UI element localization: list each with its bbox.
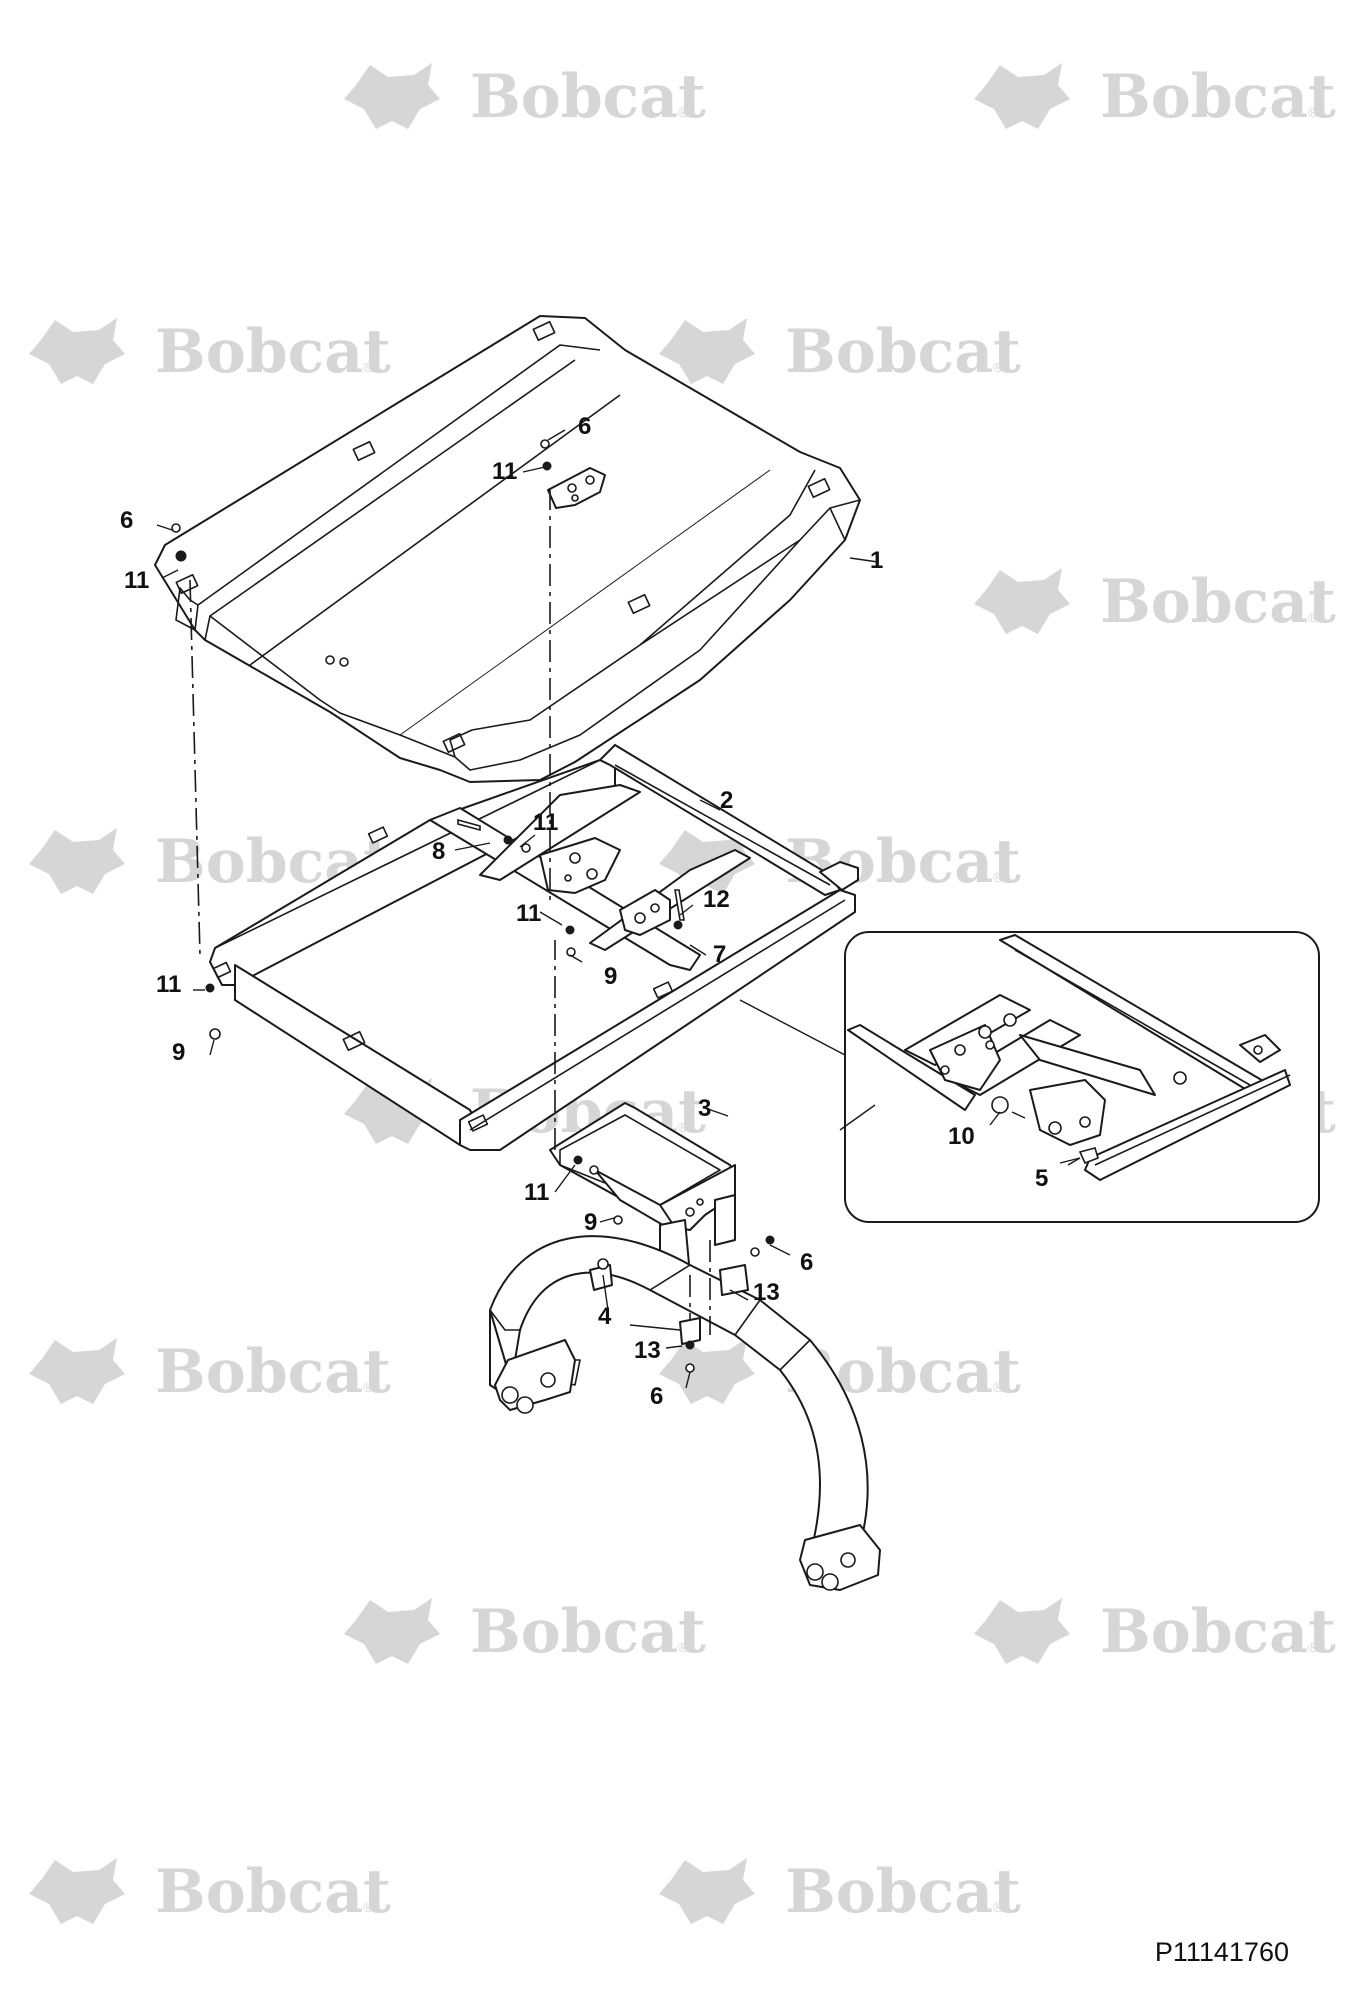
bobcat-head-icon	[344, 63, 440, 129]
callout-11-frame-top: 11	[533, 809, 558, 836]
watermark-registered-mark: ®	[993, 1379, 1004, 1395]
watermark-registered-mark: ®	[363, 359, 374, 375]
watermark-brand-text: Bobcat	[785, 317, 1021, 387]
watermark-registered-mark: ®	[678, 1119, 689, 1135]
callout-7: 7	[713, 941, 726, 968]
watermark-registered-mark: ®	[678, 1639, 689, 1655]
bobcat-watermark: Bobcat®	[974, 62, 1336, 132]
callout-12: 12	[703, 886, 730, 913]
bobcat-watermark: Bobcat®	[974, 567, 1336, 637]
watermark-registered-mark: ®	[1308, 1639, 1319, 1655]
callout-5: 5	[1035, 1165, 1048, 1192]
bobcat-watermark: Bobcat®	[344, 62, 706, 132]
bobcat-head-icon	[974, 568, 1070, 634]
callout-10: 10	[948, 1123, 975, 1150]
watermark-brand-text: Bobcat	[1100, 1597, 1336, 1667]
watermark-registered-mark: ®	[1308, 609, 1319, 625]
watermark-brand-text: Bobcat	[470, 62, 706, 132]
watermark-registered-mark: ®	[993, 359, 1004, 375]
callout-11-bracket: 11	[524, 1179, 549, 1206]
watermark-registered-mark: ®	[1308, 104, 1319, 120]
bobcat-head-icon	[344, 1598, 440, 1664]
callout-13-arch-right: 13	[753, 1279, 780, 1306]
callout-13-arch-bottom: 13	[634, 1337, 661, 1364]
bobcat-watermark: Bobcat®	[29, 1857, 391, 1927]
callout-11-frame-mid: 11	[516, 900, 541, 927]
watermark-registered-mark: ®	[678, 104, 689, 120]
watermark-brand-text: Bobcat	[155, 317, 391, 387]
bobcat-head-icon	[29, 318, 125, 384]
watermark-brand-text: Bobcat	[1100, 567, 1336, 637]
callout-2: 2	[720, 787, 733, 814]
bobcat-watermark: Bobcat®	[29, 317, 391, 387]
callout-6-arch-right: 6	[800, 1249, 813, 1276]
assembly-dash-lines	[189, 488, 711, 1335]
callout-leader-lines	[156, 429, 879, 1389]
watermark-registered-mark: ®	[993, 1899, 1004, 1915]
watermark-brand-text: Bobcat	[155, 1337, 391, 1407]
callout-8: 8	[432, 838, 445, 865]
watermark-brand-text: Bobcat	[155, 1857, 391, 1927]
bobcat-watermark: Bobcat®	[29, 1337, 391, 1407]
watermark-registered-mark: ®	[993, 869, 1004, 885]
watermark-brand-text: Bobcat	[785, 1857, 1021, 1927]
bobcat-head-icon	[29, 1338, 125, 1404]
hardware-fasteners	[171, 439, 775, 1373]
callout-9-bracket: 9	[584, 1209, 597, 1236]
callout-6-arch-bottom: 6	[650, 1383, 663, 1410]
watermark-registered-mark: ®	[363, 1379, 374, 1395]
callout-3: 3	[698, 1095, 711, 1122]
drawing-number: P11141760	[1154, 1937, 1289, 1967]
watermark-registered-mark: ®	[363, 1899, 374, 1915]
bobcat-watermark: Bobcat®	[659, 1857, 1021, 1927]
bobcat-watermark: Bobcat®	[344, 1597, 706, 1667]
bobcat-head-icon	[659, 1338, 755, 1404]
callout-9-left: 9	[172, 1039, 185, 1066]
callout-4: 4	[598, 1303, 612, 1330]
bobcat-head-icon	[659, 318, 755, 384]
bobcat-head-icon	[974, 1598, 1070, 1664]
bobcat-head-icon	[29, 1858, 125, 1924]
watermark-brand-text: Bobcat	[1100, 62, 1336, 132]
roof-panel-part-1	[154, 315, 861, 783]
callout-11-frame-left: 11	[156, 971, 181, 998]
bobcat-head-icon	[29, 828, 125, 894]
callout-6-roof-top: 6	[578, 413, 591, 440]
bobcat-watermark: Bobcat®	[659, 317, 1021, 387]
callout-11-roof-top: 11	[492, 458, 517, 485]
detail-inset	[739, 931, 1320, 1223]
callout-11-roof-left: 11	[124, 567, 149, 594]
bobcat-watermark: Bobcat®	[974, 1597, 1336, 1667]
bobcat-head-icon	[659, 1858, 755, 1924]
watermark-brand-text: Bobcat	[470, 1597, 706, 1667]
bobcat-head-icon	[974, 63, 1070, 129]
callout-6-roof-left: 6	[120, 507, 133, 534]
callout-labels: 1 2 3 4 5 6 6 6 6 7 8 9 9 9 10 11 11 11 …	[120, 413, 1048, 1410]
callout-1: 1	[870, 547, 883, 574]
rops-arch	[489, 1235, 881, 1591]
frame-part-2	[209, 744, 859, 1151]
callout-9-frame: 9	[604, 963, 617, 990]
